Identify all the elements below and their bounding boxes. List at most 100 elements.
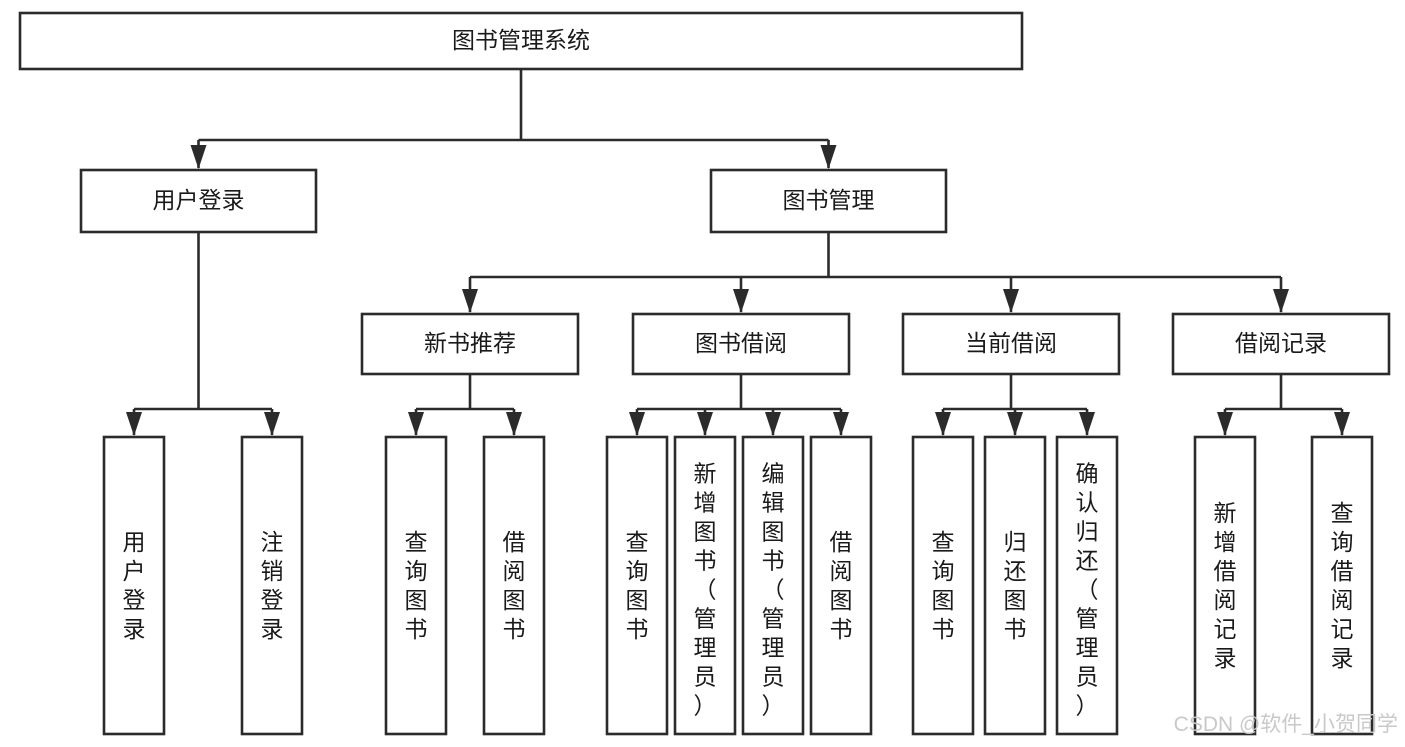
node-box[interactable] — [384, 435, 448, 736]
node-label-char: 阅 — [830, 558, 853, 584]
node-box[interactable] — [631, 312, 851, 376]
node-label-char: 书 — [762, 548, 785, 574]
node-box[interactable] — [1193, 435, 1257, 736]
arrow-head-icon — [408, 412, 424, 436]
node-label-char: 录 — [123, 616, 146, 642]
node-label: 借阅记录 — [1235, 330, 1327, 356]
node-label-char: 书 — [830, 616, 853, 642]
arrow-head-icon — [1217, 412, 1233, 436]
csdn-watermark: CSDN @软件_小贺同学 — [1174, 713, 1398, 736]
node-new-book-recommend[interactable]: 新书推荐 — [360, 312, 580, 376]
node-label-char: 查 — [626, 529, 649, 555]
arrow-head-icon — [1079, 412, 1095, 436]
node-label-char: 管 — [694, 606, 717, 632]
node-label-char: 员 — [694, 664, 717, 690]
node-label-char: 理 — [1076, 635, 1099, 661]
node-label-char: 确 — [1076, 461, 1099, 487]
node-label-char: 管 — [762, 606, 785, 632]
node-box[interactable] — [673, 435, 737, 736]
node-label-char: 图 — [503, 587, 526, 613]
arrow-head-icon — [264, 412, 280, 436]
node-label: 用户登录 — [153, 187, 245, 213]
node-label-char: 理 — [694, 635, 717, 661]
node-label-char: 借 — [1331, 558, 1354, 584]
node-label-char: 询 — [626, 558, 649, 584]
node-label: 图书借阅 — [695, 330, 787, 356]
node-box[interactable] — [709, 168, 948, 234]
node-label-char: 销 — [261, 558, 284, 584]
node-root[interactable]: 图书管理系统 — [18, 11, 1024, 71]
node-label: 图书管理系统 — [452, 27, 590, 53]
arrow-head-icon — [765, 412, 781, 436]
node-box[interactable] — [983, 435, 1047, 736]
node-box[interactable] — [809, 435, 873, 736]
node-label-char: 辑 — [762, 490, 785, 516]
node-box[interactable] — [1171, 312, 1391, 376]
node-borrow-records[interactable]: 借阅记录 — [1171, 312, 1391, 376]
node-box[interactable] — [605, 435, 669, 736]
node-leaf-user-login[interactable]: 用户登录 — [102, 435, 166, 736]
node-label-char: 阅 — [1214, 587, 1237, 613]
node-label-char: 登 — [123, 587, 146, 613]
node-book-management[interactable]: 图书管理 — [709, 168, 948, 234]
node-label-char: 归 — [1004, 529, 1027, 555]
arrow-head-icon — [190, 145, 207, 169]
node-label: 当前借阅 — [965, 330, 1057, 356]
arrow-head-icon — [820, 145, 837, 169]
node-label-char: 记 — [1214, 616, 1237, 642]
node-label-char: ） — [762, 693, 785, 719]
node-box[interactable] — [482, 435, 546, 736]
node-label-char: 理 — [762, 635, 785, 661]
node-box[interactable] — [102, 435, 166, 736]
node-label-char: 录 — [1331, 645, 1354, 671]
node-label-char: 还 — [1076, 548, 1099, 574]
node-book-borrow[interactable]: 图书借阅 — [631, 312, 851, 376]
node-box[interactable] — [360, 312, 580, 376]
node-box[interactable] — [1310, 435, 1374, 736]
node-box[interactable] — [79, 168, 318, 234]
node-label-char: 书 — [932, 616, 955, 642]
node-box[interactable] — [911, 435, 975, 736]
arrow-head-icon — [935, 412, 951, 436]
node-label-char: 查 — [1331, 500, 1354, 526]
node-box[interactable] — [240, 435, 304, 736]
node-label-char: 图 — [1004, 587, 1027, 613]
node-user-login[interactable]: 用户登录 — [79, 168, 318, 234]
node-label-char: 图 — [405, 587, 428, 613]
node-box[interactable] — [901, 312, 1121, 376]
node-label-char: 图 — [932, 587, 955, 613]
arrow-head-icon — [1007, 412, 1023, 436]
connector-layer — [126, 69, 1350, 436]
node-label-char: 借 — [503, 529, 526, 555]
node-label-char: 员 — [762, 664, 785, 690]
node-label-char: 增 — [694, 490, 717, 516]
node-box[interactable] — [1055, 435, 1119, 736]
node-label-char: 书 — [1004, 616, 1027, 642]
arrow-head-icon — [506, 412, 522, 436]
node-box[interactable] — [18, 11, 1024, 71]
node-label-char: （ — [694, 577, 717, 603]
node-label-char: 书 — [694, 548, 717, 574]
node-label-char: 阅 — [1331, 587, 1354, 613]
arrow-head-icon — [629, 412, 645, 436]
node-box[interactable] — [741, 435, 805, 736]
node-label-char: 借 — [830, 529, 853, 555]
node-label-char: 书 — [626, 616, 649, 642]
arrow-head-icon — [1334, 412, 1350, 436]
node-current-borrow[interactable]: 当前借阅 — [901, 312, 1121, 376]
node-label-char: 查 — [932, 529, 955, 555]
node-label-char: 图 — [694, 519, 717, 545]
